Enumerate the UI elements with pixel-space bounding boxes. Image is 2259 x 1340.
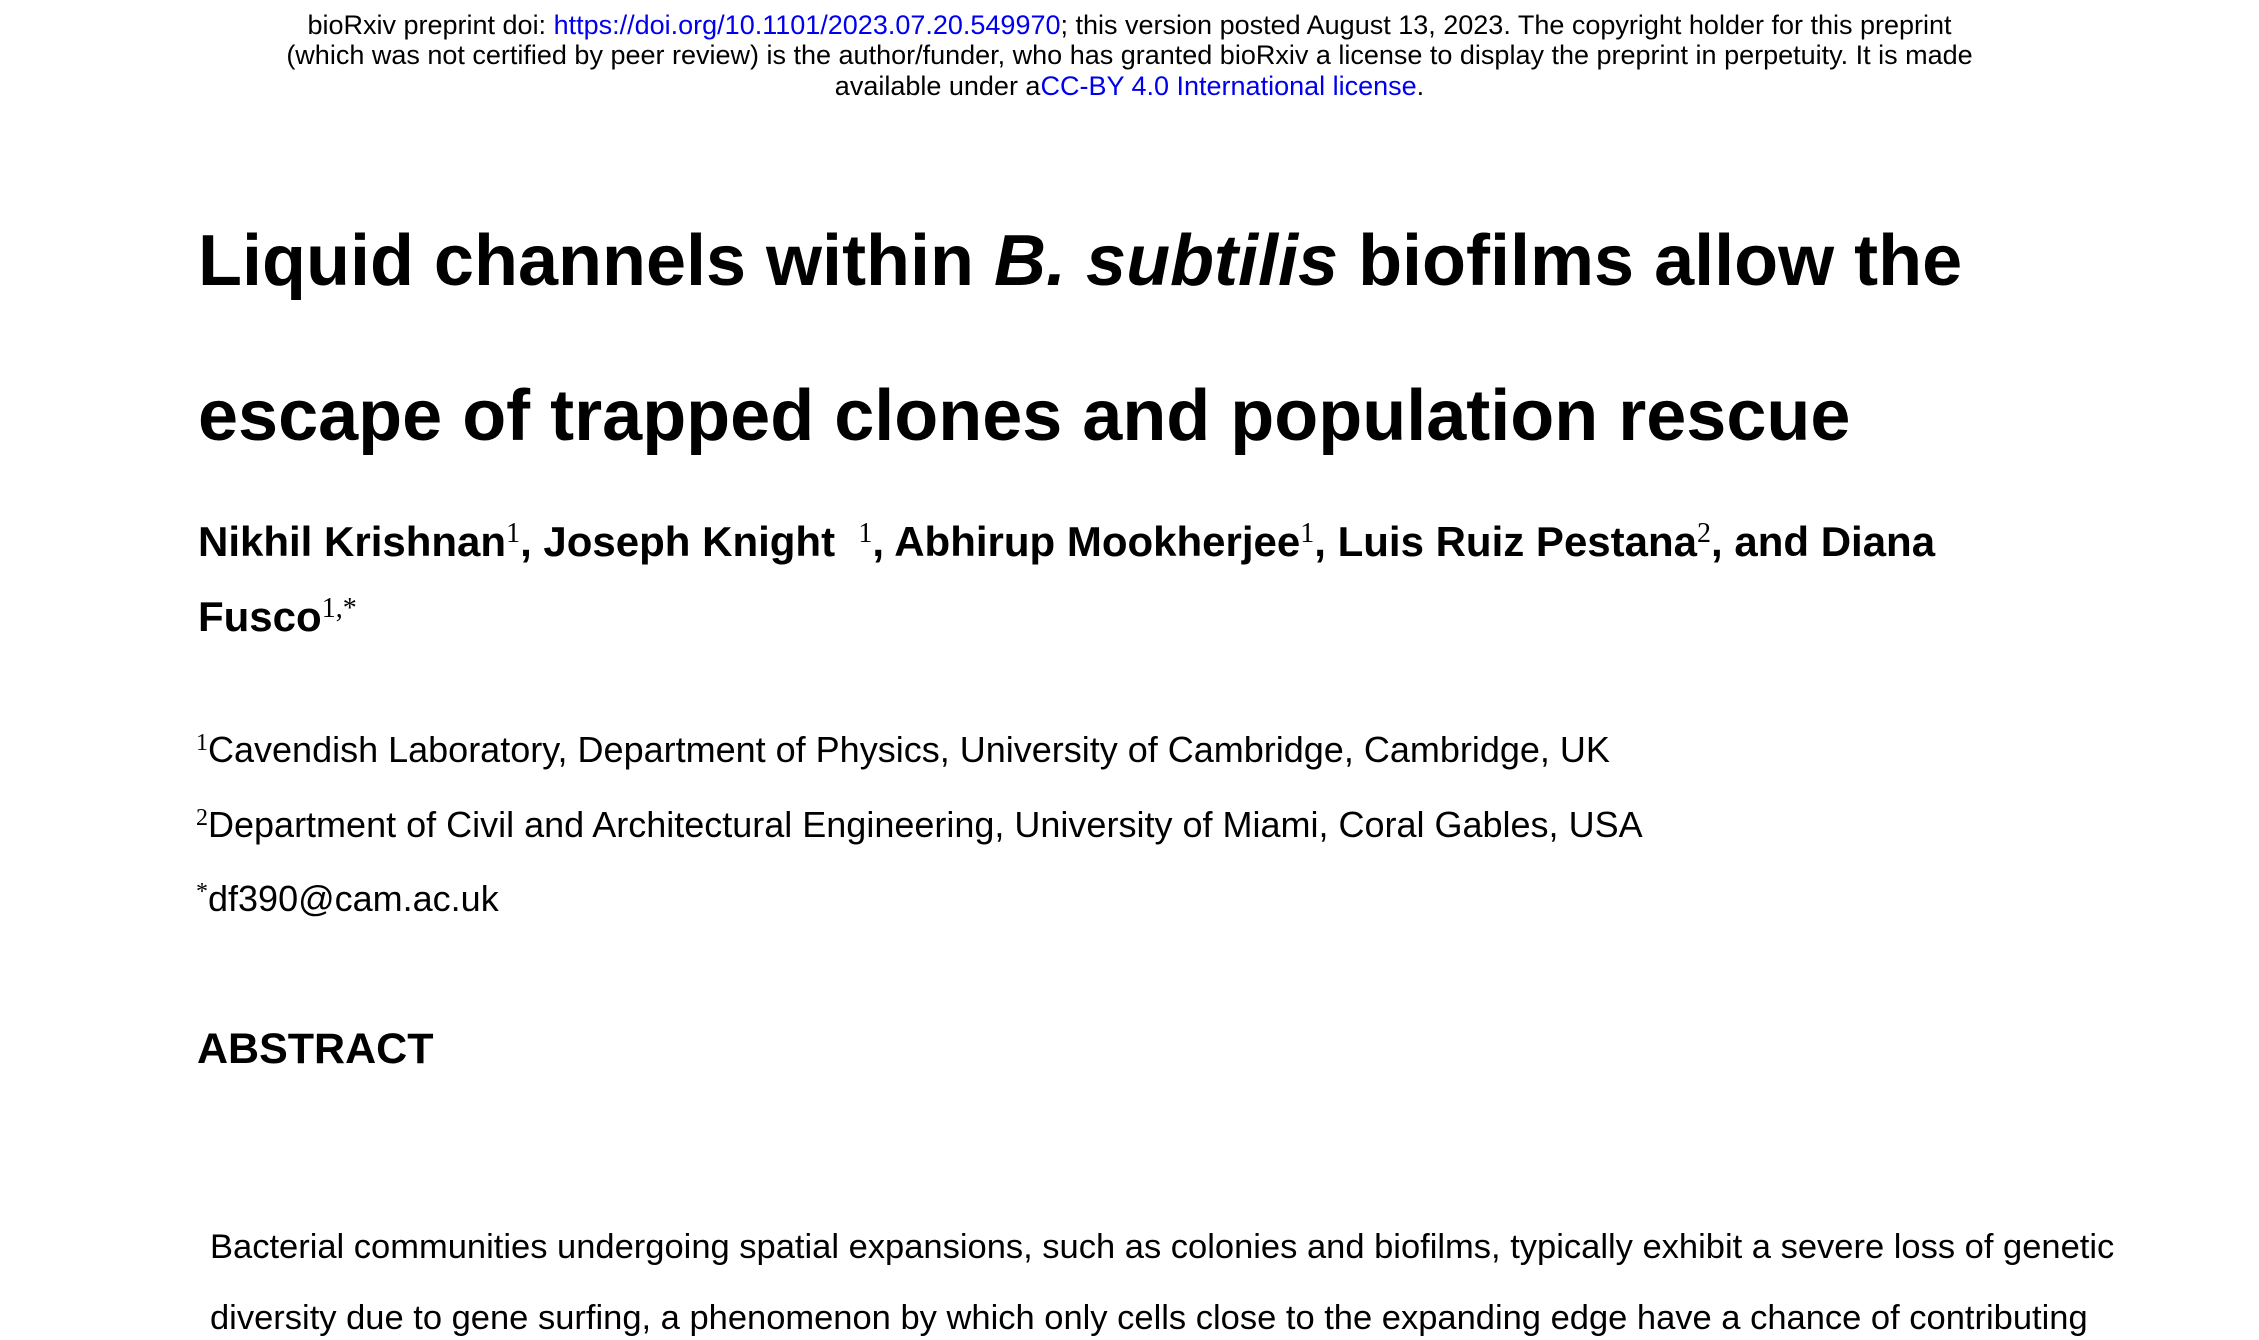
author-list-line-2: Fusco1,* xyxy=(198,592,357,642)
preprint-header-line-2: (which was not certified by peer review)… xyxy=(286,40,1973,70)
author: Joseph Knight 1, xyxy=(543,518,894,565)
author: Nikhil Krishnan1, xyxy=(198,518,543,565)
author-name: Luis Ruiz Pestana xyxy=(1337,518,1698,565)
author-name: Nikhil Krishnan xyxy=(198,518,507,565)
affiliation-sup: 2 xyxy=(196,805,208,831)
author-sup: 1 xyxy=(506,518,521,549)
title-text: biofilms allow the xyxy=(1338,221,1963,301)
author-sep: , xyxy=(520,518,544,565)
author-sup: 2 xyxy=(1697,518,1712,549)
header-text: . xyxy=(1416,71,1425,101)
affiliation-sup: 1 xyxy=(196,730,208,756)
preprint-header-line-1: bioRxiv preprint doi: https://doi.org/10… xyxy=(0,10,2259,40)
paper-title-line-2: escape of trapped clones and population … xyxy=(198,376,1851,456)
author-name: Joseph Knight xyxy=(543,518,847,565)
affiliation-1: 1Cavendish Laboratory, Department of Phy… xyxy=(196,728,1610,772)
author-sep: , xyxy=(1314,518,1338,565)
author-sep: , xyxy=(872,518,895,565)
author: Luis Ruiz Pestana2, and Diana xyxy=(1338,518,1935,565)
author-sup: 1,* xyxy=(321,593,357,624)
author-name: Fusco xyxy=(198,593,322,640)
author-sup: 1 xyxy=(1300,518,1315,549)
license-link[interactable]: CC-BY 4.0 International license xyxy=(1040,71,1417,101)
header-text: ; this version posted August 13, 2023. T… xyxy=(1060,10,1952,40)
title-species: B. subtilis xyxy=(994,221,1339,301)
author-sup: 1 xyxy=(858,518,873,549)
author: Abhirup Mookherjee1, xyxy=(894,518,1337,565)
preprint-header-line-3: available under aCC-BY 4.0 International… xyxy=(0,71,2259,101)
author-list: Nikhil Krishnan1, Joseph Knight 1, Abhir… xyxy=(198,517,1935,567)
doi-link[interactable]: https://doi.org/10.1101/2023.07.20.54997… xyxy=(553,10,1061,40)
header-text: bioRxiv preprint doi: xyxy=(307,10,554,40)
abstract-line: Bacterial communities undergoing spatial… xyxy=(210,1228,2115,1266)
affiliation-2: 2Department of Civil and Architectural E… xyxy=(196,803,1643,847)
email-text: df390@cam.ac.uk xyxy=(208,878,499,919)
title-text: Liquid channels within xyxy=(198,221,995,301)
abstract-heading: ABSTRACT xyxy=(197,1025,434,1073)
author-sep: , and Diana xyxy=(1711,518,1936,565)
author-name: Abhirup Mookherjee xyxy=(894,518,1301,565)
affiliation-text: Cavendish Laboratory, Department of Phys… xyxy=(208,729,1610,770)
affiliation-text: Department of Civil and Architectural En… xyxy=(208,804,1643,845)
paper-title-line-1: Liquid channels within B. subtilis biofi… xyxy=(198,221,1962,301)
header-text: available under a xyxy=(834,71,1041,101)
corresponding-email: *df390@cam.ac.uk xyxy=(196,877,499,921)
affiliation-sup: * xyxy=(196,879,208,905)
abstract-line: diversity due to gene surfing, a phenome… xyxy=(210,1299,2088,1337)
